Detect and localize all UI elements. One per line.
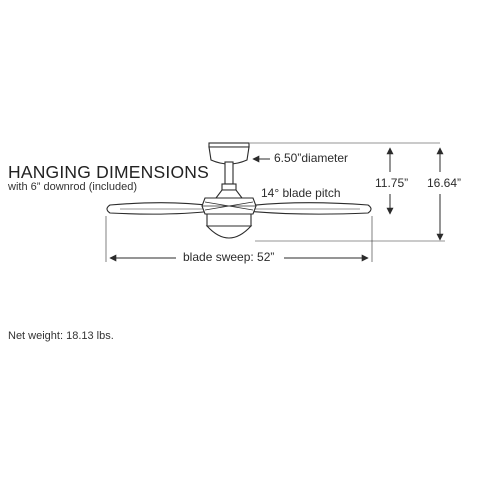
canopy-diameter-label: 6.50”diameter — [274, 151, 349, 165]
blade-sweep-label: blade sweep: 52” — [181, 250, 277, 264]
right-blade — [245, 202, 372, 215]
height-dimension-short — [250, 142, 394, 215]
height-dimension-total — [255, 142, 445, 242]
downrod — [214, 161, 244, 199]
height-total-label: 16.64” — [427, 176, 462, 190]
fan-blades — [106, 202, 372, 215]
net-weight-text: Net weight: 18.13 lbs. — [8, 330, 114, 342]
downrod-subtitle: with 6” downrod (included) — [8, 181, 138, 193]
light-kit — [205, 213, 253, 239]
canopy — [208, 142, 250, 165]
motor-housing — [201, 197, 257, 215]
blade-pitch-label: 14° blade pitch — [261, 186, 341, 200]
sweep-dimension — [105, 216, 373, 262]
left-blade — [106, 202, 214, 215]
hanging-dimensions-title: HANGING DIMENSIONS — [8, 162, 209, 182]
height-short-label: 11.75” — [375, 176, 409, 190]
